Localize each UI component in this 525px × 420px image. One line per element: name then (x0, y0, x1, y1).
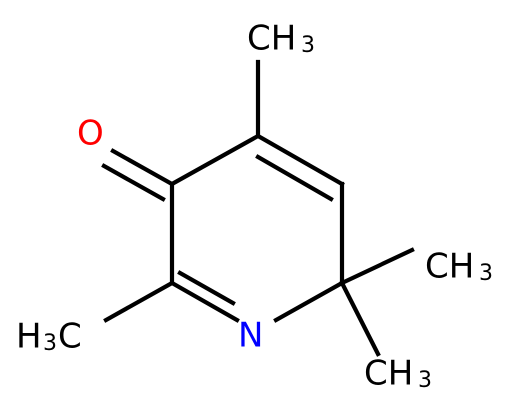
bond-n1-c2 (169, 280, 240, 323)
svg-text:3: 3 (479, 261, 493, 286)
bond-c4-c5 (255, 133, 345, 187)
methyl-label-top: CH 3 (247, 19, 315, 59)
methyl-label-right: CH 3 (425, 247, 493, 287)
bond-c3-o (110, 148, 175, 187)
bond-c3-o-double (101, 163, 166, 202)
bond-c4-c5-double (255, 154, 334, 202)
svg-text:C: C (58, 317, 82, 357)
svg-text:3: 3 (301, 33, 315, 58)
bond-c3-c4 (169, 133, 261, 187)
methyl-label-left: H 3 C (16, 317, 82, 357)
bond-n1-c2-double (177, 270, 236, 306)
bond-c6-n1 (273, 280, 345, 323)
svg-text:CH: CH (425, 247, 474, 287)
svg-text:CH: CH (247, 19, 296, 59)
svg-text:3: 3 (418, 368, 432, 393)
nitrogen-label: N (238, 316, 263, 356)
bond-c6-methyl-bottom (339, 280, 381, 357)
oxygen-label: O (77, 114, 104, 154)
svg-text:CH: CH (364, 354, 413, 394)
methyl-label-bottom-right: CH 3 (364, 354, 432, 394)
bond-c2-methyl-left (103, 280, 175, 323)
svg-text:3: 3 (43, 331, 57, 356)
svg-text:H: H (16, 317, 42, 357)
bond-c6-methyl-right (339, 247, 415, 286)
